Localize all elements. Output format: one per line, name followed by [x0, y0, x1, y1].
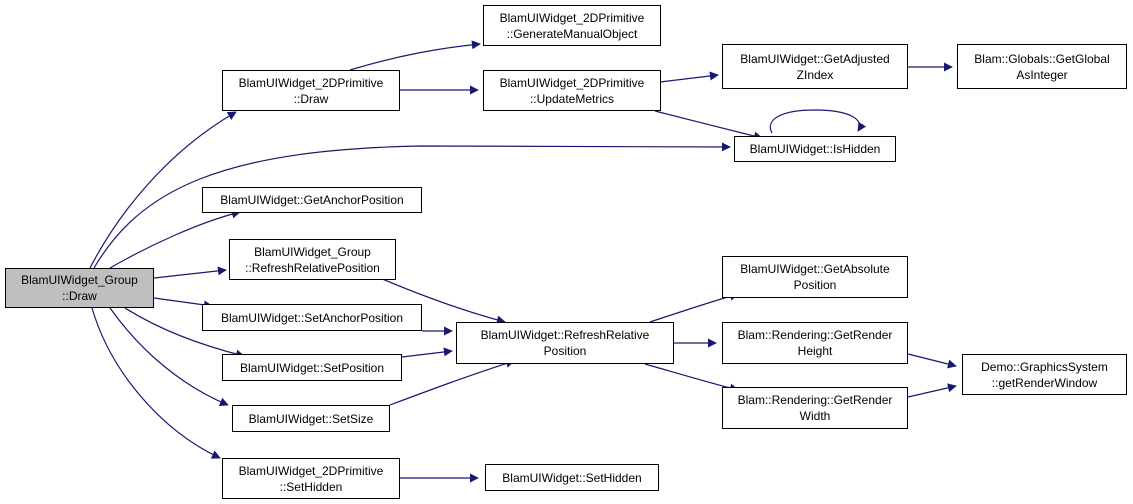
node-get-global[interactable]: Blam::Globals::GetGlobal AsInteger [957, 44, 1127, 89]
edge-refresh-rel-get-abs [649, 291, 739, 323]
node-render-width[interactable]: Blam::Rendering::GetRender Width [722, 387, 908, 429]
node-render-height[interactable]: Blam::Rendering::GetRender Height [722, 322, 908, 364]
node-set-hidden[interactable]: BlamUIWidget::SetHidden [485, 464, 659, 491]
edge-is-hidden-self [769, 109, 867, 134]
node-get-anchor[interactable]: BlamUIWidget::GetAnchorPosition [202, 187, 422, 213]
node-group-refresh[interactable]: BlamUIWidget_Group ::RefreshRelativePosi… [229, 239, 396, 280]
node-set-position[interactable]: BlamUIWidget::SetPosition [222, 354, 402, 381]
edge-root-group-refresh [153, 266, 227, 279]
edge-root-prim-set-hidden [91, 307, 221, 459]
edge-root-set-position [124, 307, 245, 359]
node-get-abs[interactable]: BlamUIWidget::GetAbsolute Position [722, 256, 908, 298]
node-refresh-rel[interactable]: BlamUIWidget::RefreshRelative Position [456, 322, 674, 364]
edge-root-set-size [109, 307, 229, 407]
edge-set-position-refresh-rel [401, 347, 453, 358]
edge-root-is-hidden [93, 142, 731, 269]
node-gen-manual[interactable]: BlamUIWidget_2DPrimitive ::GenerateManua… [483, 5, 661, 46]
node-root: BlamUIWidget_Group ::Draw [5, 268, 154, 308]
node-prim-draw[interactable]: BlamUIWidget_2DPrimitive ::Draw [222, 70, 400, 111]
node-render-window[interactable]: Demo::GraphicsSystem ::getRenderWindow [962, 354, 1127, 395]
node-prim-set-hidden[interactable]: BlamUIWidget_2DPrimitive ::SetHidden [222, 458, 400, 499]
node-get-adj-z[interactable]: BlamUIWidget::GetAdjusted ZIndex [722, 44, 908, 89]
edge-prim-draw-gen-manual [349, 40, 481, 71]
edge-group-refresh-refresh-rel [379, 277, 506, 325]
edge-render-width-render-window [907, 383, 957, 398]
node-update-metrics[interactable]: BlamUIWidget_2DPrimitive ::UpdateMetrics [483, 70, 661, 111]
edge-set-size-refresh-rel [389, 359, 515, 406]
edge-render-height-render-window [907, 353, 957, 369]
edge-update-get-adj-z [659, 71, 719, 83]
edge-root-prim-draw [89, 111, 237, 269]
edge-root-get-anchor [109, 209, 241, 269]
node-is-hidden[interactable]: BlamUIWidget::IsHidden [734, 136, 896, 162]
node-set-size[interactable]: BlamUIWidget::SetSize [232, 405, 390, 432]
edge-update-is-hidden [654, 110, 763, 141]
node-set-anchor[interactable]: BlamUIWidget::SetAnchorPosition [202, 304, 422, 331]
